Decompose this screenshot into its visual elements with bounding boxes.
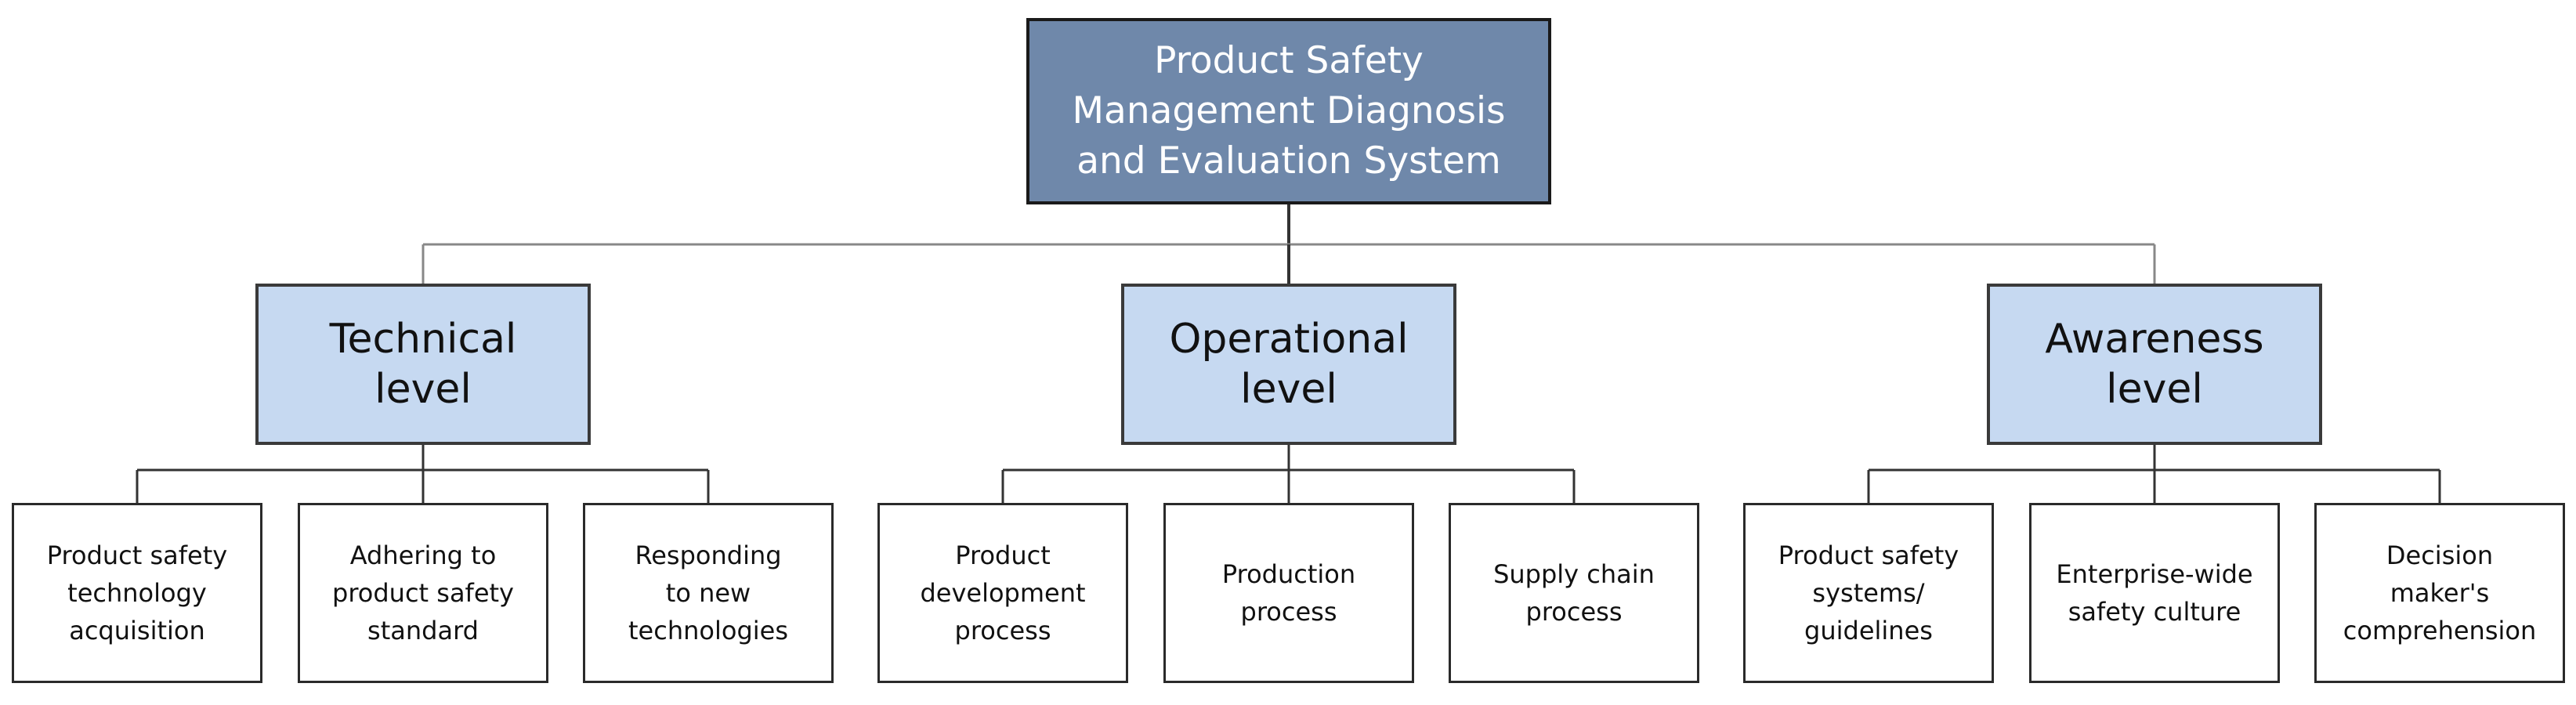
root-node-label: Product Safety Management Diagnosis and … xyxy=(1072,39,1506,183)
leaf-node: Supply chain process xyxy=(1449,503,1699,683)
category-node-label: Operational level xyxy=(1169,316,1409,413)
leaf-node-label: Supply chain process xyxy=(1493,559,1655,627)
leaf-node: Enterprise-wide safety culture xyxy=(2029,503,2280,683)
leaf-node-label: Product development process xyxy=(920,540,1086,645)
leaf-node: Adhering to product safety standard xyxy=(298,503,548,683)
category-node-awareness: Awareness level xyxy=(1987,284,2322,445)
leaf-node-label: Enterprise-wide safety culture xyxy=(2056,559,2253,627)
leaf-node: Product safety systems/ guidelines xyxy=(1743,503,1994,683)
leaf-node-label: Adhering to product safety standard xyxy=(332,540,514,645)
leaf-node-label: Product safety technology acquisition xyxy=(46,540,228,645)
leaf-node: Decision maker's comprehension xyxy=(2314,503,2565,683)
leaf-node-label: Responding to new technologies xyxy=(628,540,788,645)
leaf-node: Product safety technology acquisition xyxy=(12,503,262,683)
root-node: Product Safety Management Diagnosis and … xyxy=(1026,18,1551,204)
category-node-technical: Technical level xyxy=(255,284,591,445)
category-node-operational: Operational level xyxy=(1121,284,1456,445)
leaf-node: Product development process xyxy=(877,503,1128,683)
leaf-node: Responding to new technologies xyxy=(583,503,834,683)
leaf-node-label: Product safety systems/ guidelines xyxy=(1778,540,1959,645)
leaf-node: Production process xyxy=(1163,503,1414,683)
leaf-node-label: Production process xyxy=(1221,559,1356,627)
category-node-label: Technical level xyxy=(329,316,517,413)
category-node-label: Awareness level xyxy=(2045,316,2264,413)
leaf-node-label: Decision maker's comprehension xyxy=(2343,540,2537,645)
